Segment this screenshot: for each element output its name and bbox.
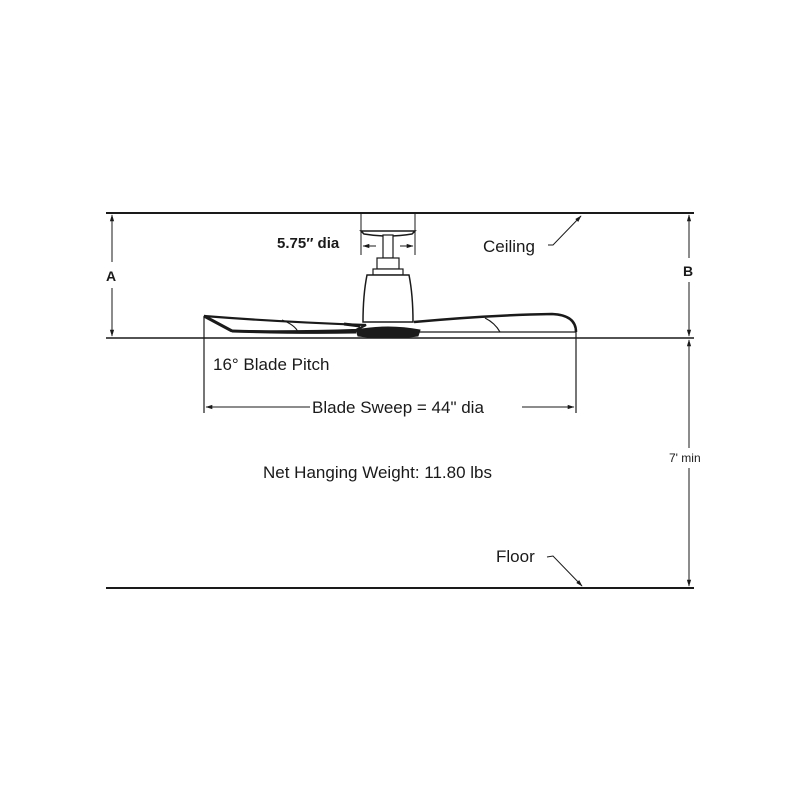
canopy-diameter-label: 5.75″ dia [277,235,340,252]
canopy-diameter-dimension [360,213,416,255]
ceiling-label: Ceiling [483,237,535,256]
fan-illustration [203,230,578,339]
blade-pitch-label: 16° Blade Pitch [213,355,329,374]
floor-label: Floor [496,547,535,566]
min-height-label: 7' min [669,451,701,465]
dimension-b-label: B [683,263,693,279]
ceiling-leader [548,215,582,246]
net-weight-label: Net Hanging Weight: 11.80 lbs [263,463,492,482]
blade-sweep-label: Blade Sweep = 44" dia [312,398,484,417]
floor-leader [546,555,583,587]
dimension-a-label: A [106,268,116,284]
